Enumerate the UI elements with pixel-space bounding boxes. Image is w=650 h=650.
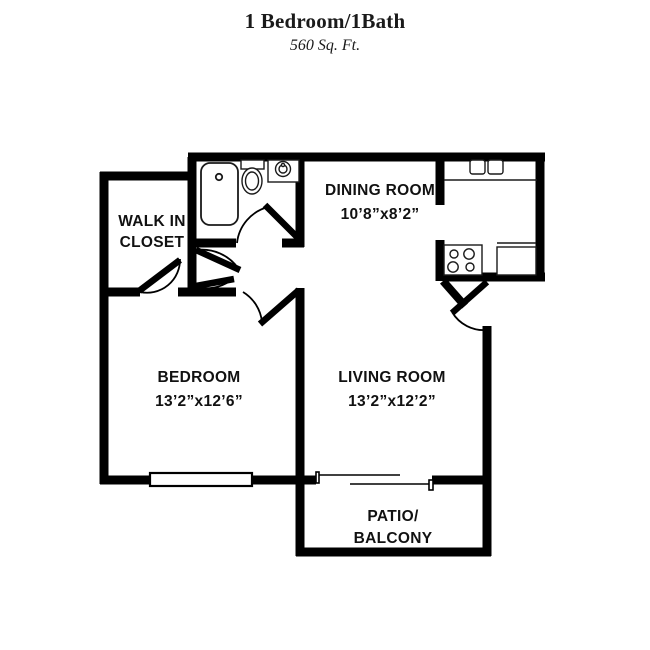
closet-door-arc xyxy=(139,258,181,294)
kitchen-sink-basin-right-icon xyxy=(487,159,504,175)
refrigerator-icon xyxy=(496,246,537,276)
bedroom-door-arc xyxy=(242,291,263,323)
hall-door-2-leaf xyxy=(195,275,235,290)
label-dining-room-dims: 10’8”x8’2” xyxy=(341,206,420,223)
label-patio-line1: PATIO/ xyxy=(367,508,419,525)
bathroom-door-leaf xyxy=(262,202,305,245)
slider-jamb-right xyxy=(428,479,434,491)
bedroom-window-icon xyxy=(148,471,254,488)
fixture-group xyxy=(148,159,537,491)
label-walk-in-closet-line1: WALK IN xyxy=(118,213,186,230)
toilet-seat-icon xyxy=(244,171,260,191)
burner-3-icon xyxy=(447,261,459,273)
page-subtitle: 560 Sq. Ft. xyxy=(289,37,361,54)
bathtub-drain-icon xyxy=(214,172,224,182)
bathtub-icon xyxy=(200,162,239,226)
room-label-group: WALK IN CLOSET DINING ROOM 10’8”x8’2” BE… xyxy=(118,182,446,547)
vanity-faucet-icon xyxy=(280,162,286,168)
kitchen-sink-basin-left-icon xyxy=(469,159,486,175)
closet-door-leaf xyxy=(137,257,182,294)
bathroom-door-arc xyxy=(236,206,269,244)
label-walk-in-closet-line2: CLOSET xyxy=(120,234,185,251)
wall-group xyxy=(99,152,545,557)
label-living-room: LIVING ROOM xyxy=(338,369,446,386)
label-dining-room: DINING ROOM xyxy=(325,182,435,199)
label-patio-line2: BALCONY xyxy=(354,530,433,547)
page-title: 1 Bedroom/1Bath xyxy=(244,9,406,33)
entry-door-arc xyxy=(451,311,488,332)
burner-2-icon xyxy=(463,248,475,260)
door-group xyxy=(137,202,490,332)
slider-jamb-left xyxy=(315,471,320,484)
hall-door-leaf xyxy=(194,247,242,273)
entry-door-leaf xyxy=(449,279,490,316)
label-living-room-dims: 13’2”x12’2” xyxy=(348,393,436,410)
label-bedroom-dims: 13’2”x12’6” xyxy=(155,393,243,410)
title-block: 1 Bedroom/1Bath 560 Sq. Ft. xyxy=(0,0,650,57)
bedroom-door-leaf xyxy=(257,287,302,327)
burner-4-icon xyxy=(465,262,475,272)
label-bedroom: BEDROOM xyxy=(157,369,240,386)
burner-1-icon xyxy=(449,249,459,259)
